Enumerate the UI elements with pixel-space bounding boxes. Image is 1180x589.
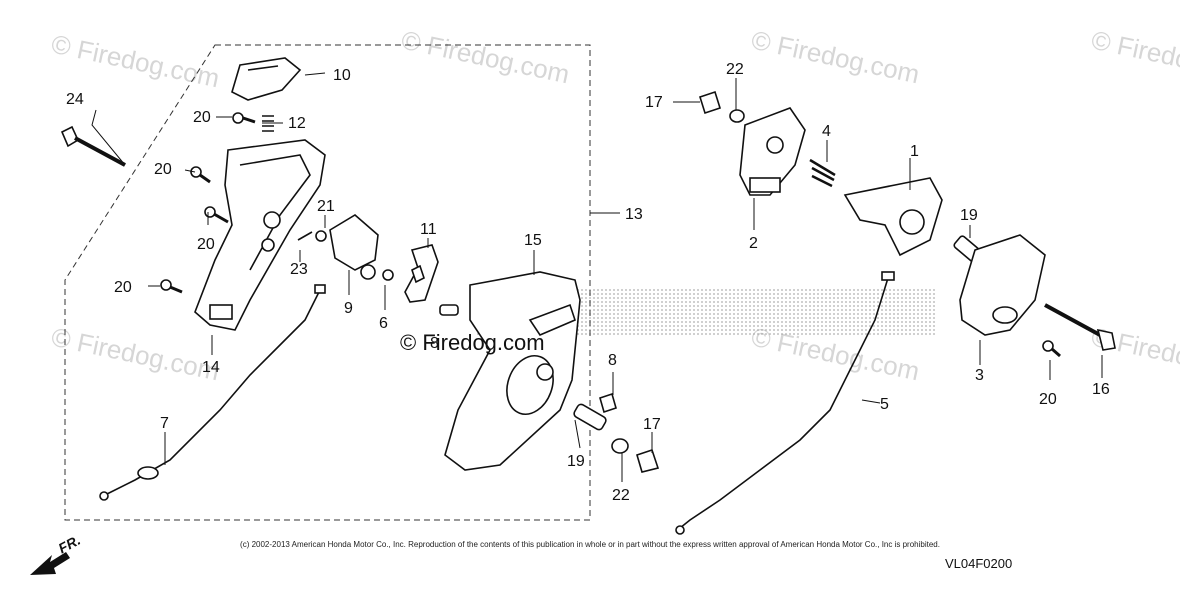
part-washer <box>315 230 327 242</box>
callout-20: 20 <box>197 236 215 253</box>
part-lever-housing <box>194 139 326 331</box>
callout-19: 19 <box>960 207 978 224</box>
part-bolt <box>60 125 80 148</box>
part-nut <box>699 90 721 115</box>
callout-9: 9 <box>344 300 353 317</box>
callout-16: 16 <box>1092 381 1110 398</box>
callout-4: 4 <box>822 123 831 140</box>
callout-7: 7 <box>160 415 169 432</box>
copyright-notice: (c) 2002-2013 American Honda Motor Co., … <box>240 540 940 549</box>
callout-12: 12 <box>288 115 306 132</box>
part-washer <box>382 269 394 281</box>
callout-10: 10 <box>333 67 351 84</box>
parts <box>60 57 1116 535</box>
part-cable-5 <box>679 277 889 529</box>
part-spring <box>809 158 836 188</box>
watermark: © Firedog.com <box>49 322 222 387</box>
callout-20: 20 <box>1039 391 1057 408</box>
leader-lines <box>91 72 1103 482</box>
callout-2: 2 <box>749 235 758 252</box>
part-cover-right <box>959 234 1046 336</box>
callout-22: 22 <box>612 487 630 504</box>
callout-22: 22 <box>726 61 744 78</box>
part-spring <box>262 115 274 132</box>
callout-17: 17 <box>643 416 661 433</box>
callout-17: 17 <box>645 94 663 111</box>
callout-8: 8 <box>608 352 617 369</box>
center-watermark: © Firedog.com <box>400 330 545 355</box>
watermark: © Firedog.com <box>49 29 222 94</box>
callout-21: 21 <box>317 198 335 215</box>
part-handle <box>843 177 943 257</box>
callout-6: 6 <box>379 315 388 332</box>
diagram-code: VL04F0200 <box>945 556 1013 571</box>
callout-20: 20 <box>114 279 132 296</box>
watermark: © Firedog.com <box>399 25 572 90</box>
callout-5: 5 <box>880 396 889 413</box>
assembly-outline <box>64 44 591 521</box>
callout-13: 13 <box>625 206 643 223</box>
part-cap <box>231 57 302 101</box>
callout-18: 8 <box>430 335 439 352</box>
callout-3: 3 <box>975 367 984 384</box>
callout-23: 23 <box>290 261 308 278</box>
watermark: © Firedog.com <box>1089 25 1180 90</box>
callout-11: 11 <box>420 221 437 238</box>
callout-20: 20 <box>154 161 172 178</box>
part-bolt <box>1044 303 1101 337</box>
part-collar <box>599 392 617 414</box>
part-pin <box>439 304 459 316</box>
callout-19: 19 <box>567 453 585 470</box>
front-arrow-icon <box>30 552 70 575</box>
callout-24: 24 <box>66 91 84 108</box>
callout-20: 20 <box>193 109 211 126</box>
callout-15: 15 <box>524 232 542 249</box>
callout-1: 1 <box>910 143 919 160</box>
watermark: © Firedog.com <box>749 25 922 90</box>
callout-14: 14 <box>202 359 220 376</box>
callouts: 1 2 3 4 5 6 7 8 9 10 11 12 13 14 15 16 1… <box>66 61 1110 504</box>
part-lever-bracket <box>329 214 379 271</box>
